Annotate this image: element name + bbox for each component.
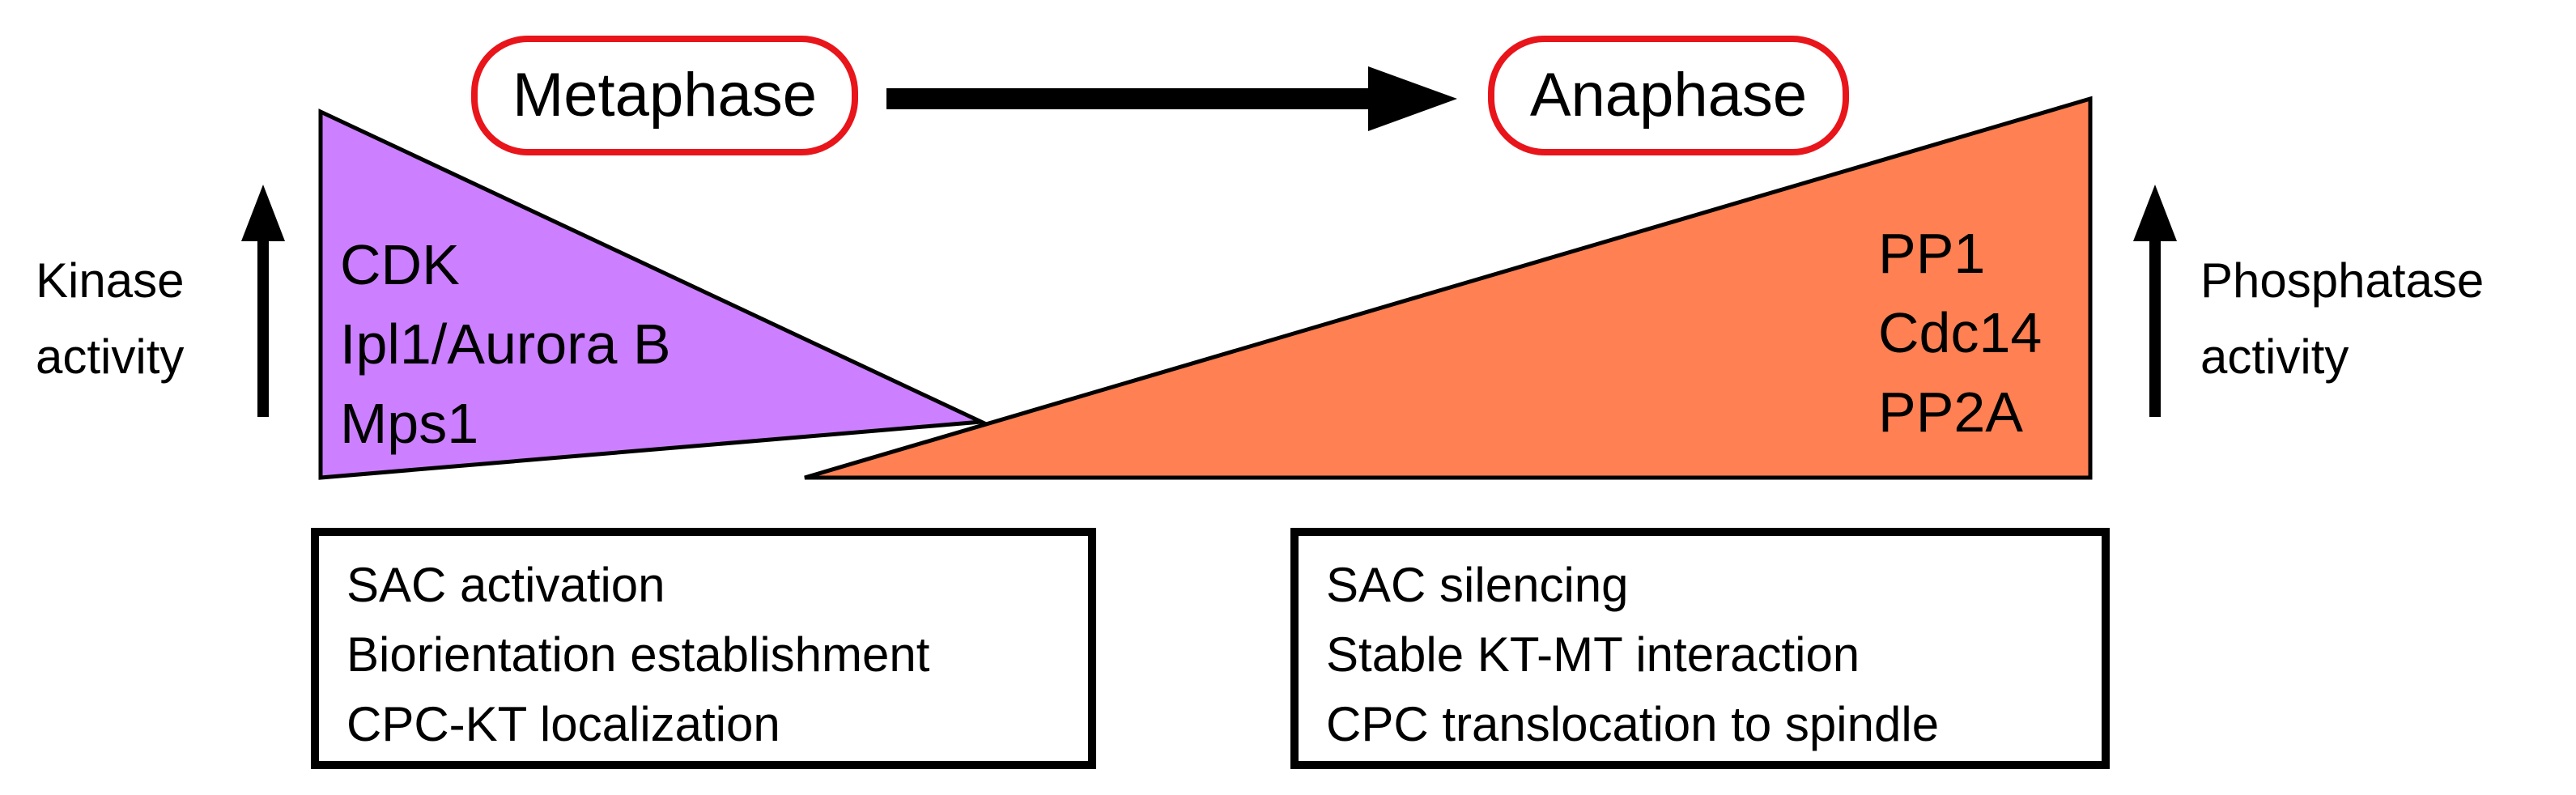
- phosphatase-enzyme-pp2a: PP2A: [1878, 380, 2023, 444]
- kinase-up-arrowhead: [241, 185, 285, 241]
- phosphatase-activity-line-2: activity: [2200, 329, 2349, 384]
- kinase-enzyme-ipl1-aurora-b: Ipl1/Aurora B: [340, 312, 671, 376]
- metaphase-event: Biorientation establishment: [346, 627, 930, 682]
- anaphase-events-box: SAC silencing Stable KT-MT interaction C…: [1290, 528, 2110, 769]
- phase-metaphase-label: Metaphase: [512, 61, 818, 130]
- anaphase-event: Stable KT-MT interaction: [1326, 627, 1860, 682]
- anaphase-event: SAC silencing: [1326, 558, 1629, 612]
- anaphase-event: CPC translocation to spindle: [1326, 697, 1940, 751]
- kinase-enzyme-mps1: Mps1: [340, 392, 479, 455]
- kinase-activity-line-2: activity: [36, 329, 185, 384]
- phosphatase-enzyme-cdc14: Cdc14: [1878, 301, 2043, 364]
- phosphatase-enzyme-list: PP1 Cdc14 PP2A: [1878, 214, 2042, 452]
- phosphatase-activity-line-1: Phosphatase: [2200, 253, 2485, 308]
- phosphatase-activity-wedge: [804, 96, 2093, 480]
- metaphase-event: CPC-KT localization: [346, 697, 780, 751]
- kinase-activity-label: Kinase activity: [36, 243, 184, 395]
- kinase-enzyme-list: CDK Ipl1/Aurora B Mps1: [340, 225, 671, 463]
- metaphase-events-box: SAC activation Biorientation establishme…: [311, 528, 1096, 769]
- phosphatase-up-arrowhead: [2133, 185, 2177, 241]
- kinase-enzyme-cdk: CDK: [340, 233, 460, 296]
- phase-anaphase-label: Anaphase: [1529, 61, 1808, 130]
- phosphatase-activity-label: Phosphatase activity: [2200, 243, 2484, 395]
- phase-anaphase: Anaphase: [1488, 36, 1849, 155]
- phase-metaphase: Metaphase: [471, 36, 858, 155]
- phase-transition-arrowhead: [1368, 66, 1457, 131]
- phosphatase-enzyme-pp1: PP1: [1878, 222, 1986, 285]
- kinase-activity-line-1: Kinase: [36, 253, 185, 308]
- kinase-activity-wedge: [318, 108, 989, 480]
- metaphase-event: SAC activation: [346, 558, 665, 612]
